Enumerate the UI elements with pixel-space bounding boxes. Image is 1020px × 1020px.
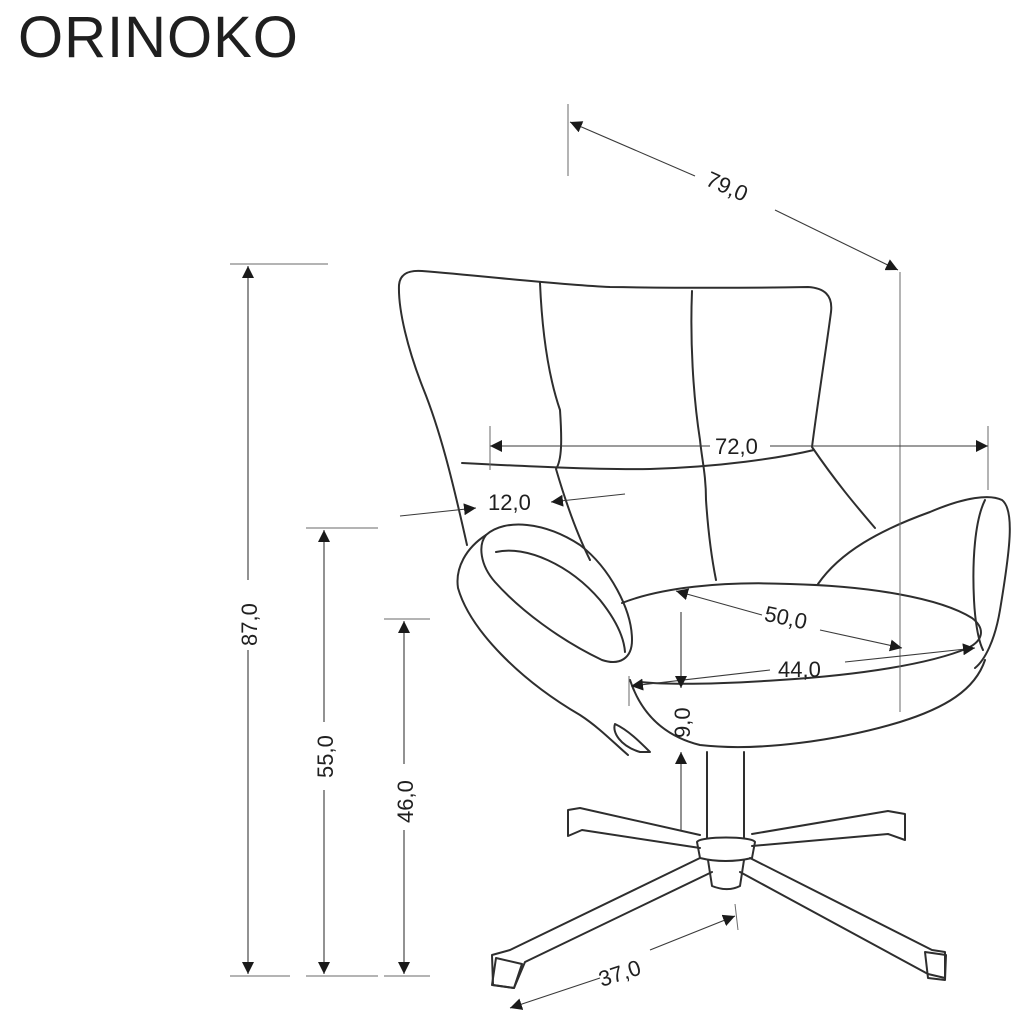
backrest-seam-right xyxy=(690,290,717,581)
dimension-seat-thickness: 9,0 xyxy=(670,612,695,830)
base-label: 37,0 xyxy=(595,955,643,992)
base-hub-lower xyxy=(707,859,745,890)
dimension-seat-diagonal: 50,0 xyxy=(675,588,903,652)
dimension-armrest-height: 55,0 xyxy=(306,527,378,977)
total-height-label: 87,0 xyxy=(237,603,262,646)
seat-width-label: 72,0 xyxy=(715,434,758,459)
dimension-base: 37,0 xyxy=(509,903,739,1010)
leg-front-right xyxy=(739,857,946,979)
armrest-height-label: 55,0 xyxy=(313,735,338,778)
left-armrest-side xyxy=(456,534,629,756)
backrest-seam-left xyxy=(539,282,591,561)
backrest-seam xyxy=(461,449,815,471)
leg-back-right xyxy=(751,810,906,847)
dimension-seat-height: 46,0 xyxy=(384,618,430,977)
foot-front-left xyxy=(491,957,523,989)
foot-front-right xyxy=(924,951,947,981)
base-hub xyxy=(696,836,756,862)
dimension-depth: 79,0 xyxy=(567,104,901,712)
seat-top xyxy=(621,582,982,685)
dimension-armrest: 12,0 xyxy=(399,490,626,517)
chair-outline xyxy=(397,269,1011,989)
recline-handle xyxy=(613,723,651,753)
product-title: ORINOKO xyxy=(18,5,299,70)
seat-thickness-label: 9,0 xyxy=(670,707,695,738)
backrest xyxy=(397,269,876,546)
leg-back-left xyxy=(567,807,701,849)
right-armrest xyxy=(817,496,1011,669)
right-armrest-inner xyxy=(972,499,986,651)
depth-label: 79,0 xyxy=(702,166,751,206)
dimension-seat-depth: 44,0 xyxy=(628,643,976,706)
dimension-total-height: 87,0 xyxy=(230,263,328,977)
base-column xyxy=(706,751,745,839)
seat-height-label: 46,0 xyxy=(393,780,418,823)
seat-depth-label: 44,0 xyxy=(778,657,821,682)
seat-shell xyxy=(629,659,986,749)
dimension-seat-width: 72,0 xyxy=(489,426,989,490)
left-armrest xyxy=(480,523,633,663)
left-armrest-seam xyxy=(495,549,626,653)
seat-diagonal-label: 50,0 xyxy=(762,601,809,634)
armrest-width-label: 12,0 xyxy=(488,490,531,515)
